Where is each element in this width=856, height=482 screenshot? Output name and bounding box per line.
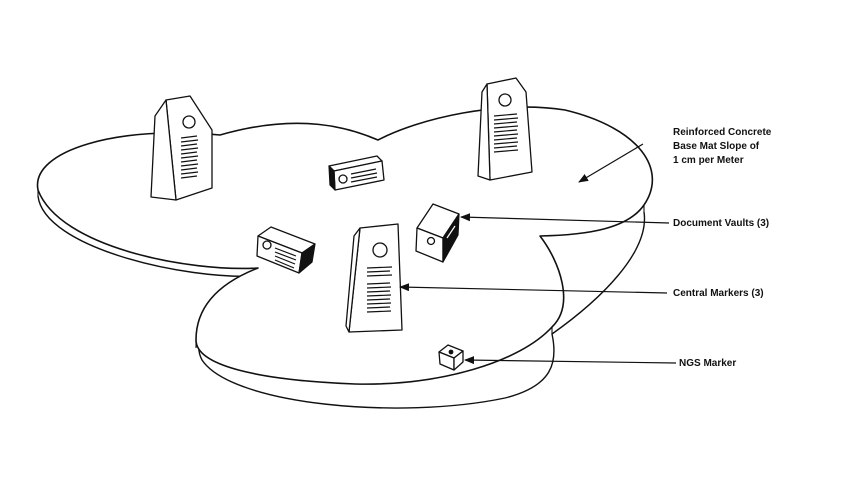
arrow-document-vaults	[460, 213, 670, 224]
document-vault-right	[415, 203, 460, 263]
document-vault-top	[328, 155, 385, 191]
ngs-marker	[438, 344, 464, 371]
leader-arrows	[399, 143, 677, 365]
label-ngs-marker: NGS Marker	[679, 358, 736, 369]
base-mat-top-surface	[36, 106, 654, 385]
concrete-base-mat	[36, 106, 654, 409]
label-base-mat-line2: Base Mat Slope of	[673, 141, 760, 152]
arrow-base-mat	[578, 143, 644, 183]
label-base-mat-line3: 1 cm per Meter	[673, 155, 744, 166]
central-marker-right	[477, 77, 533, 181]
central-marker-center	[345, 223, 403, 333]
label-document-vaults: Document Vaults (3)	[673, 218, 769, 229]
central-marker-left	[150, 95, 213, 201]
arrow-central-markers	[399, 283, 668, 294]
callout-labels: Reinforced Concrete Base Mat Slope of 1 …	[673, 127, 772, 369]
document-vault-left	[256, 226, 316, 274]
label-central-markers: Central Markers (3)	[673, 288, 764, 299]
arrow-ngs-marker	[464, 356, 677, 365]
label-base-mat-line1: Reinforced Concrete	[673, 127, 772, 138]
